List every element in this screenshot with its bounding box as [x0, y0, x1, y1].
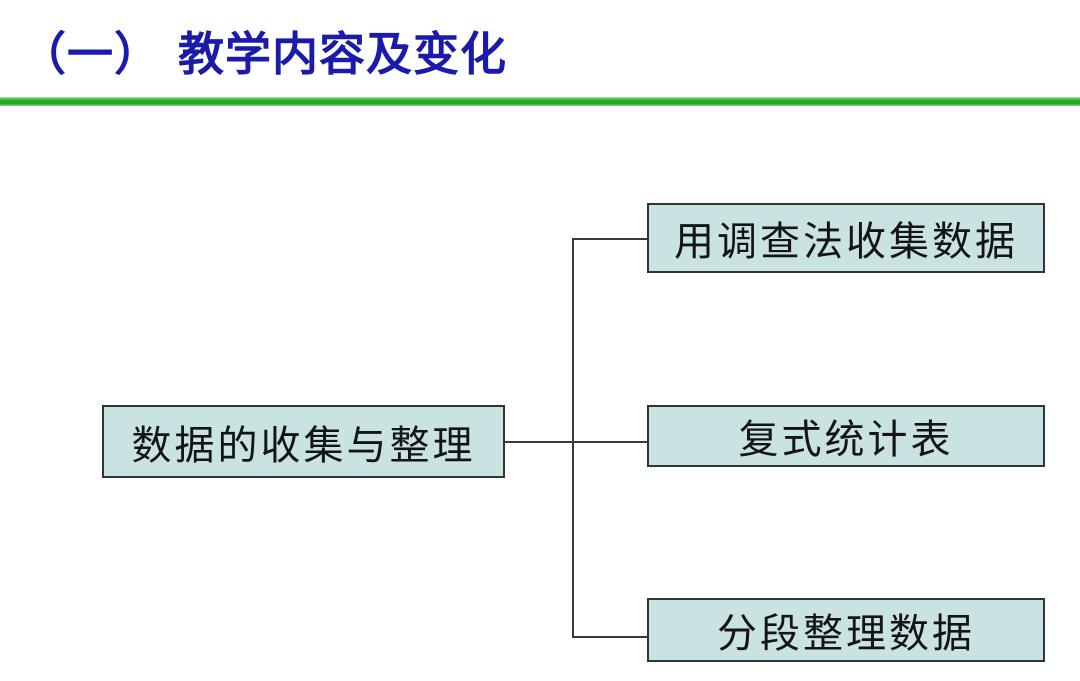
connector-middle-line	[505, 441, 647, 443]
diagram-child-node-compound-table: 复式统计表	[647, 405, 1045, 467]
diagram-child-node-survey: 用调查法收集数据	[647, 203, 1045, 273]
page-title: （一） 教学内容及变化	[20, 27, 508, 81]
connector-vertical-line	[572, 238, 574, 638]
diagram-child-node-segmented-sorting: 分段整理数据	[647, 598, 1045, 662]
title-divider	[0, 97, 1080, 106]
diagram-root-node: 数据的收集与整理	[102, 405, 505, 478]
connector-top-line	[572, 238, 647, 240]
connector-bottom-line	[572, 636, 647, 638]
